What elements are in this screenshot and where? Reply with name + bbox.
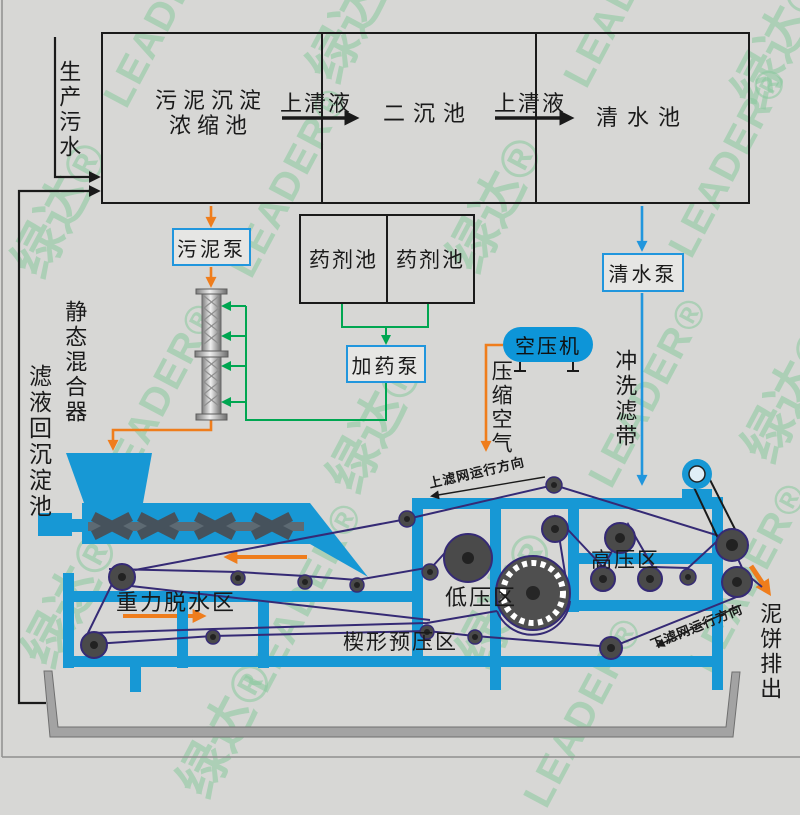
chemical-tanks-box: 药剂池 药剂池 (299, 214, 475, 304)
rollers (80, 476, 753, 660)
influent-label: 生产污水 (56, 60, 82, 160)
filtrate-return-line (17, 185, 101, 705)
tank-divider-2 (535, 34, 537, 202)
perforated-drum (495, 555, 571, 631)
chem-tank-1: 药剂池 (309, 248, 378, 272)
upper-belt-forward (108, 544, 453, 582)
filtrate-return-label: 滤液回沉淀池 (25, 364, 51, 520)
sludge-pump-box: 污泥泵 (172, 228, 251, 266)
influent-line (53, 37, 101, 183)
low-pressure-zone-label: 低压区 (445, 585, 518, 610)
compressed-air-arrow (480, 343, 503, 452)
lower-belt-forward (93, 610, 498, 634)
upper-belt-direction-arrow (430, 476, 546, 500)
dosing-pump-box: 加药泵 (346, 345, 426, 383)
conveyor-spout (310, 503, 368, 577)
canvas-border (1, 0, 800, 758)
high-pressure-zone-label: 高压区 (591, 548, 660, 572)
mixer-to-hopper-arrow (107, 420, 213, 451)
supernatant-label-2: 上清液 (494, 91, 567, 116)
belt-wash-label: 冲洗滤带 (612, 349, 638, 449)
static-mixer (194, 288, 229, 421)
tank1-label: 污泥沉淀 浓缩池 (154, 88, 267, 139)
green-chemical-lines (221, 301, 429, 421)
air-compressor-box: 空压机 (503, 327, 593, 362)
static-mixer-label: 静态混合器 (62, 300, 88, 425)
chem-tank-2: 药剂池 (386, 216, 473, 302)
clean-water-pump-box: 清水泵 (602, 253, 684, 292)
belt-direction-arrows (430, 476, 742, 647)
sedimentation-tanks-box (101, 32, 750, 204)
hopper (66, 453, 152, 503)
conveyor-motor (38, 513, 72, 536)
tension-pulley (682, 459, 712, 489)
air-compressor-legs (514, 362, 579, 372)
black-flow-lines (17, 37, 575, 705)
tank2-label: 二沉池 (382, 101, 473, 126)
lower-belt-return (93, 593, 745, 649)
drum-wrap (496, 600, 571, 636)
gravity-zone-label: 重力脱水区 (116, 590, 237, 615)
feed-conveyor (38, 453, 368, 577)
lower-belt-direction-arrow (655, 604, 742, 647)
compressed-air-label: 压缩空气 (489, 360, 514, 456)
press-machine-drawing (1, 0, 800, 758)
tank-divider-1 (321, 34, 323, 202)
drip-tray (43, 670, 741, 738)
screw-shaft (88, 522, 304, 531)
cake-discharge-label: 泥饼排出 (757, 602, 783, 702)
wedge-line (130, 585, 431, 621)
wedge-zone-label: 楔形预压区 (343, 630, 458, 654)
tank3-label: 清水池 (595, 105, 689, 130)
supernatant-label-1: 上清液 (280, 91, 353, 116)
cake-discharge-arrow (748, 564, 771, 596)
